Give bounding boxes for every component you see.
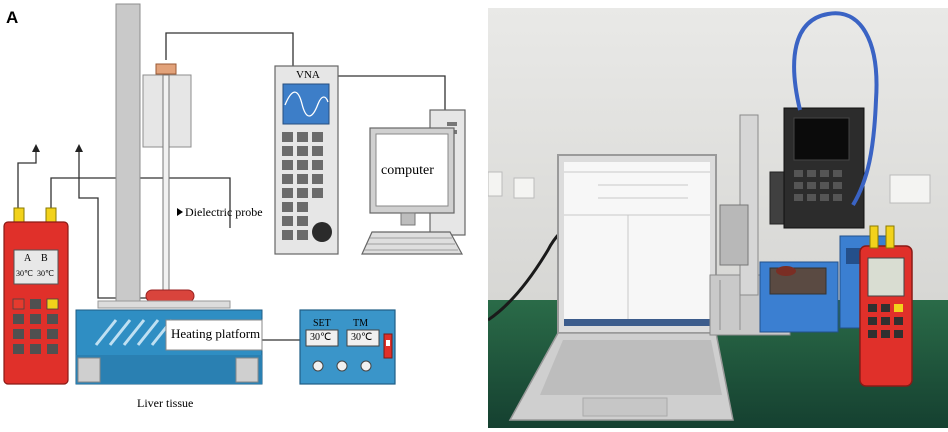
tm-display — [346, 329, 380, 347]
panel-a-label: A — [6, 8, 19, 27]
vna-screen — [282, 83, 330, 125]
vna-knob — [312, 222, 332, 242]
channel-b-reading: 30℃ — [37, 269, 54, 278]
channel-b-label: B — [41, 253, 48, 264]
sensor-plug-photo — [885, 225, 895, 249]
schematic-panel: A — [3, 3, 466, 410]
wall-outlet — [488, 171, 503, 197]
sensor-plug-a — [13, 207, 25, 223]
sensor-plug-photo — [869, 225, 879, 249]
platform-base — [76, 355, 262, 384]
photo-panel: B — [488, 0, 948, 432]
dielectric-probe-rod — [162, 74, 170, 294]
laptop-display — [564, 162, 710, 326]
arrow-up-icon — [75, 144, 83, 152]
stand-pillar — [115, 3, 141, 307]
laptop-trackpad — [582, 397, 668, 417]
wall-outlet — [889, 174, 931, 204]
vna-waveform — [284, 91, 329, 117]
set-value: 30℃ — [310, 332, 332, 343]
wall-outlet — [513, 177, 535, 199]
platform-label-box — [165, 319, 263, 351]
thermometer-photo-keys — [868, 304, 903, 338]
software-window — [564, 171, 710, 326]
heating-platform-label: Heating platform — [171, 326, 261, 341]
vna-computer-cable — [338, 75, 446, 110]
probe-mount — [719, 204, 749, 266]
controller-knob — [336, 360, 348, 372]
vna-label: VNA — [296, 69, 320, 81]
sensor-wire-a — [17, 150, 37, 208]
sample-plate — [97, 300, 231, 309]
thermometer-photo-display — [867, 257, 905, 297]
vna-keypad — [282, 132, 323, 240]
tm-label: TM — [353, 318, 368, 329]
dielectric-probe-label: Dielectric probe — [185, 205, 263, 219]
set-display — [305, 329, 339, 347]
thermometer-display — [13, 249, 59, 285]
channel-a-label: A — [24, 253, 32, 264]
channel-a-reading: 30℃ — [16, 269, 33, 278]
coax-cable — [792, 11, 879, 207]
computer-keyboard — [361, 231, 464, 255]
sensor-plug-b — [45, 207, 57, 223]
controller-knob — [312, 360, 324, 372]
thermometer-keypad — [12, 298, 59, 354]
taskbar — [564, 319, 710, 326]
pointer-arrow-icon — [177, 208, 183, 216]
monitor-screen — [375, 133, 449, 207]
temperature-controller — [299, 309, 396, 385]
probe-cable — [165, 32, 294, 66]
vna-device-screen — [793, 117, 850, 161]
controller-knob — [360, 360, 372, 372]
tm-value: 30℃ — [351, 332, 373, 343]
monitor-stand — [400, 212, 416, 226]
vna-device-keys — [794, 170, 842, 201]
laptop-keyboard — [540, 340, 722, 395]
platform-foot-left — [77, 357, 101, 383]
liver-tissue — [145, 289, 195, 303]
probe-connector — [155, 63, 177, 75]
liver-tissue-label: Liver tissue — [137, 396, 194, 410]
schematic-diagram — [3, 3, 466, 385]
platform-foot-right — [235, 357, 259, 383]
lab-photo — [488, 8, 948, 428]
keyboard-keys — [364, 237, 458, 251]
arrow-up-icon — [32, 144, 40, 152]
liver-sample — [776, 266, 796, 276]
set-label: SET — [313, 318, 331, 329]
computer-label: computer — [381, 163, 434, 178]
